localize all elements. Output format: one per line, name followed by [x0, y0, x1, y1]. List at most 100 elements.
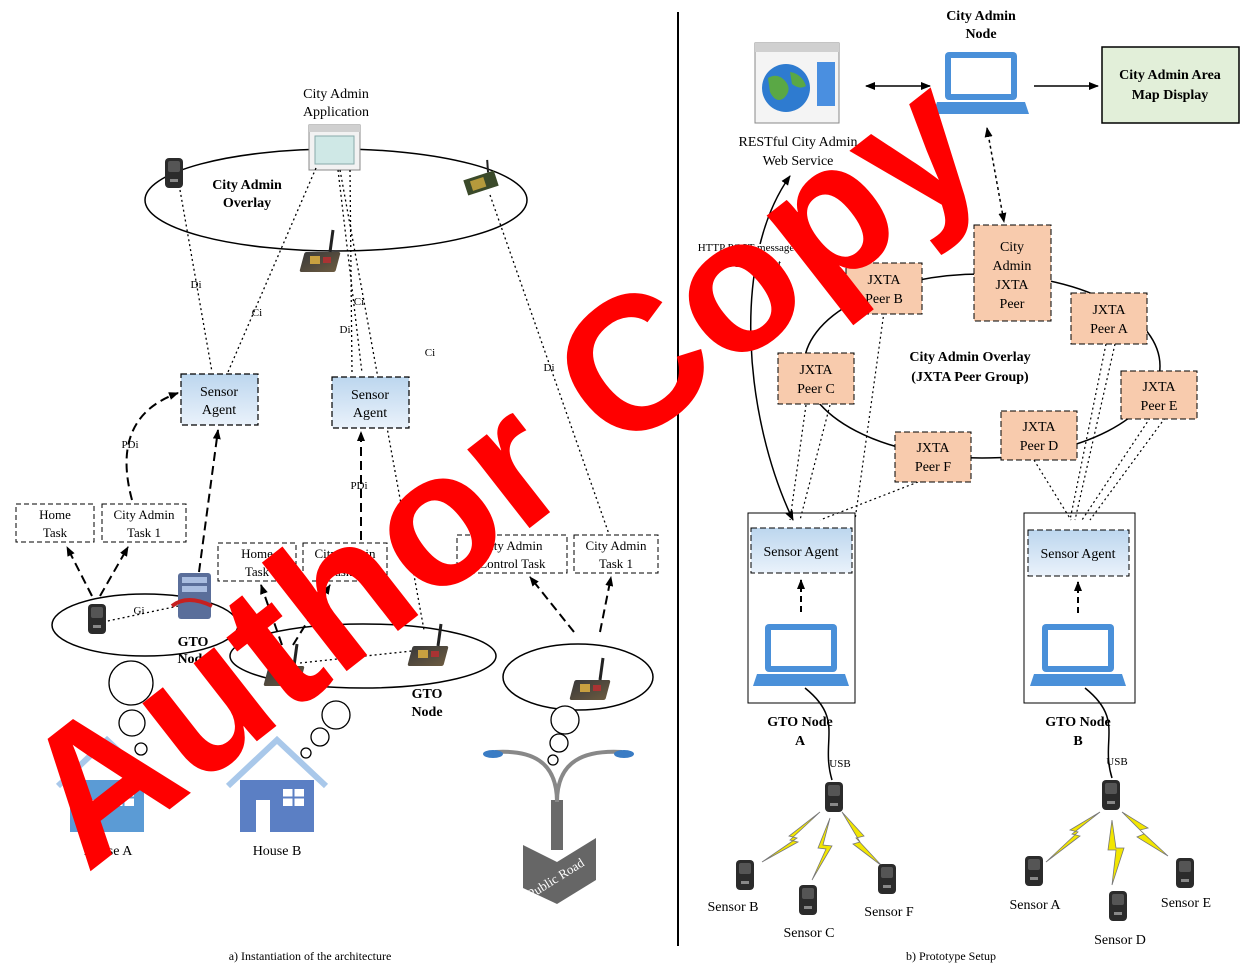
- house-b-icon: [225, 735, 329, 832]
- peer-a-name: Peer A: [1090, 322, 1129, 337]
- road-board-icon: [567, 656, 613, 702]
- city-admin-node-2: Node: [965, 27, 996, 42]
- panel-b: RESTful City Admin Web Service City Admi…: [696, 9, 1240, 963]
- home-task-1-line1: Home: [39, 507, 71, 522]
- thought-bubbles: [108, 660, 580, 766]
- panel-a-dotted-links: [102, 167, 611, 664]
- gto-b-sensor-agent: [1027, 529, 1130, 577]
- control-task-line2: Control Task: [478, 556, 546, 571]
- sensor-e-label: Sensor E: [1161, 896, 1211, 911]
- panel-a-caption: a) Instantiation of the architecture: [229, 949, 392, 963]
- label-ci-3: Ci: [425, 347, 435, 359]
- gto-a-sensor-agent: [750, 527, 853, 574]
- label-di-3: Di: [544, 362, 555, 374]
- gto-a-laptop-icon: [753, 624, 849, 686]
- city-task-1-line2: Task 1: [127, 525, 161, 540]
- watermark: Author Copy: [0, 31, 1019, 906]
- sensor-agent-2: Sensor Agent: [331, 376, 410, 429]
- peer-c-jxta: JXTA: [799, 363, 833, 378]
- overlay-sensor-icon: [165, 158, 183, 188]
- peer-e-name: Peer E: [1141, 399, 1178, 414]
- gto-b-label-2: B: [1073, 734, 1082, 749]
- gto-server-icon: [170, 573, 213, 619]
- sensor-a-label: Sensor A: [1010, 898, 1062, 913]
- house-a-label: House A: [84, 844, 134, 859]
- peer-admin-line1: City: [1000, 240, 1024, 255]
- sensor-agent-1-line1: Sensor: [200, 385, 238, 400]
- city-task-3-line1: City Admin: [585, 538, 647, 553]
- jxta-overlay-label-1: City Admin Overlay: [909, 350, 1030, 365]
- house-a-sensor-icon: [88, 604, 106, 634]
- sensor-f-label: Sensor F: [864, 905, 914, 920]
- arrow-laptop-peer: [984, 127, 1007, 223]
- usb-cable-a: [804, 687, 833, 781]
- peer-f-jxta: JXTA: [916, 441, 950, 456]
- sensor-c-icon: [799, 885, 817, 915]
- sensor-agent-2-line2: Agent: [353, 406, 387, 421]
- city-task-2-line2: Task 1: [328, 564, 362, 579]
- http-post-arrow: [749, 175, 794, 521]
- sensor-agent-2-line1: Sensor: [351, 388, 389, 403]
- gto-b-laptop-icon: [1030, 624, 1126, 686]
- sensor-d-label: Sensor D: [1094, 933, 1146, 948]
- gto-node-b-box: [1023, 512, 1136, 704]
- http-label-2: In JSON format: [711, 258, 781, 270]
- gto-b-label-1: GTO Node: [1045, 715, 1110, 730]
- city-task-2-line1: City Admin: [314, 546, 376, 561]
- home-task-2-line1: Home: [241, 546, 273, 561]
- peer-d-name: Peer D: [1020, 439, 1059, 454]
- panel-a: City Admin Overlay City Admin Applicatio…: [15, 87, 659, 963]
- peer-b-name: Peer B: [865, 292, 903, 307]
- home-task-1-line2: Task: [43, 525, 68, 540]
- label-ci-1: Ci: [252, 307, 262, 319]
- map-display-2: Map Display: [1132, 88, 1209, 103]
- gto-node-b-2: Node: [411, 705, 442, 720]
- usb-label-b: USB: [1106, 756, 1127, 768]
- gto-node-a-box: [747, 512, 856, 704]
- sensor-e-icon: [1176, 858, 1194, 888]
- road-ring: [502, 643, 654, 711]
- city-task-1-line1: City Admin: [113, 507, 175, 522]
- panel-a-dashed-arrows: [66, 392, 614, 646]
- overlay-label-1: City Admin: [212, 178, 282, 193]
- label-gi-2: Gi: [349, 651, 360, 663]
- peer-admin-line4: Peer: [1000, 297, 1025, 312]
- wireless-bolts: [761, 811, 1169, 886]
- house-a-ring: [51, 593, 239, 657]
- label-gi-1: Gi: [134, 605, 145, 617]
- gto-node-a-2: Node: [177, 652, 208, 667]
- task-boxes: Home Task City Admin Task 1 Home Task Ci…: [15, 503, 659, 582]
- house-b-label: House B: [253, 844, 302, 859]
- peer-admin-line3: JXTA: [995, 278, 1029, 293]
- hub-sensor-a-icon: [825, 782, 843, 812]
- peer-a-jxta: JXTA: [1092, 303, 1126, 318]
- city-admin-node-1: City Admin: [946, 9, 1016, 24]
- jxta-overlay-label-2: (JXTA Peer Group): [911, 370, 1029, 385]
- hub-sensor-b-icon: [1102, 780, 1120, 810]
- app-title-2: Application: [303, 105, 369, 120]
- overlay-gateway-icon: [463, 159, 499, 196]
- label-di-1: Di: [191, 279, 202, 291]
- gto-node-b-1: GTO: [412, 687, 443, 702]
- usb-label-a: USB: [829, 758, 850, 770]
- label-pdi-1: PDi: [121, 439, 138, 451]
- map-display-1: City Admin Area: [1119, 68, 1221, 83]
- home-task-2-line2: Task: [245, 564, 270, 579]
- label-ci-2: Ci: [354, 296, 364, 308]
- usb-cable-b: [1084, 687, 1113, 779]
- jxta-peers: City Admin JXTA Peer JXTA Peer B JXTA Pe…: [777, 224, 1198, 483]
- sensor-d-icon: [1109, 891, 1127, 921]
- sensor-labels: Sensor B Sensor C Sensor F Sensor A Sens…: [708, 896, 1212, 948]
- web-service-label-2: Web Service: [763, 154, 834, 169]
- gto-node-a-1: GTO: [178, 635, 209, 650]
- http-label-1: HTTP POST message: [698, 242, 795, 254]
- peer-d-jxta: JXTA: [1022, 420, 1056, 435]
- gto-a-label-2: A: [795, 734, 806, 749]
- peer-agent-links: [789, 311, 1166, 521]
- peer-e-jxta: JXTA: [1142, 380, 1176, 395]
- http-label-1-fg: HTTP POST message: [698, 242, 795, 254]
- sensor-f-icon: [878, 864, 896, 894]
- street-lamp-icon: [483, 749, 634, 850]
- label-pdi-2: PDi: [350, 480, 367, 492]
- sensor-agent-1: Sensor Agent: [180, 373, 259, 426]
